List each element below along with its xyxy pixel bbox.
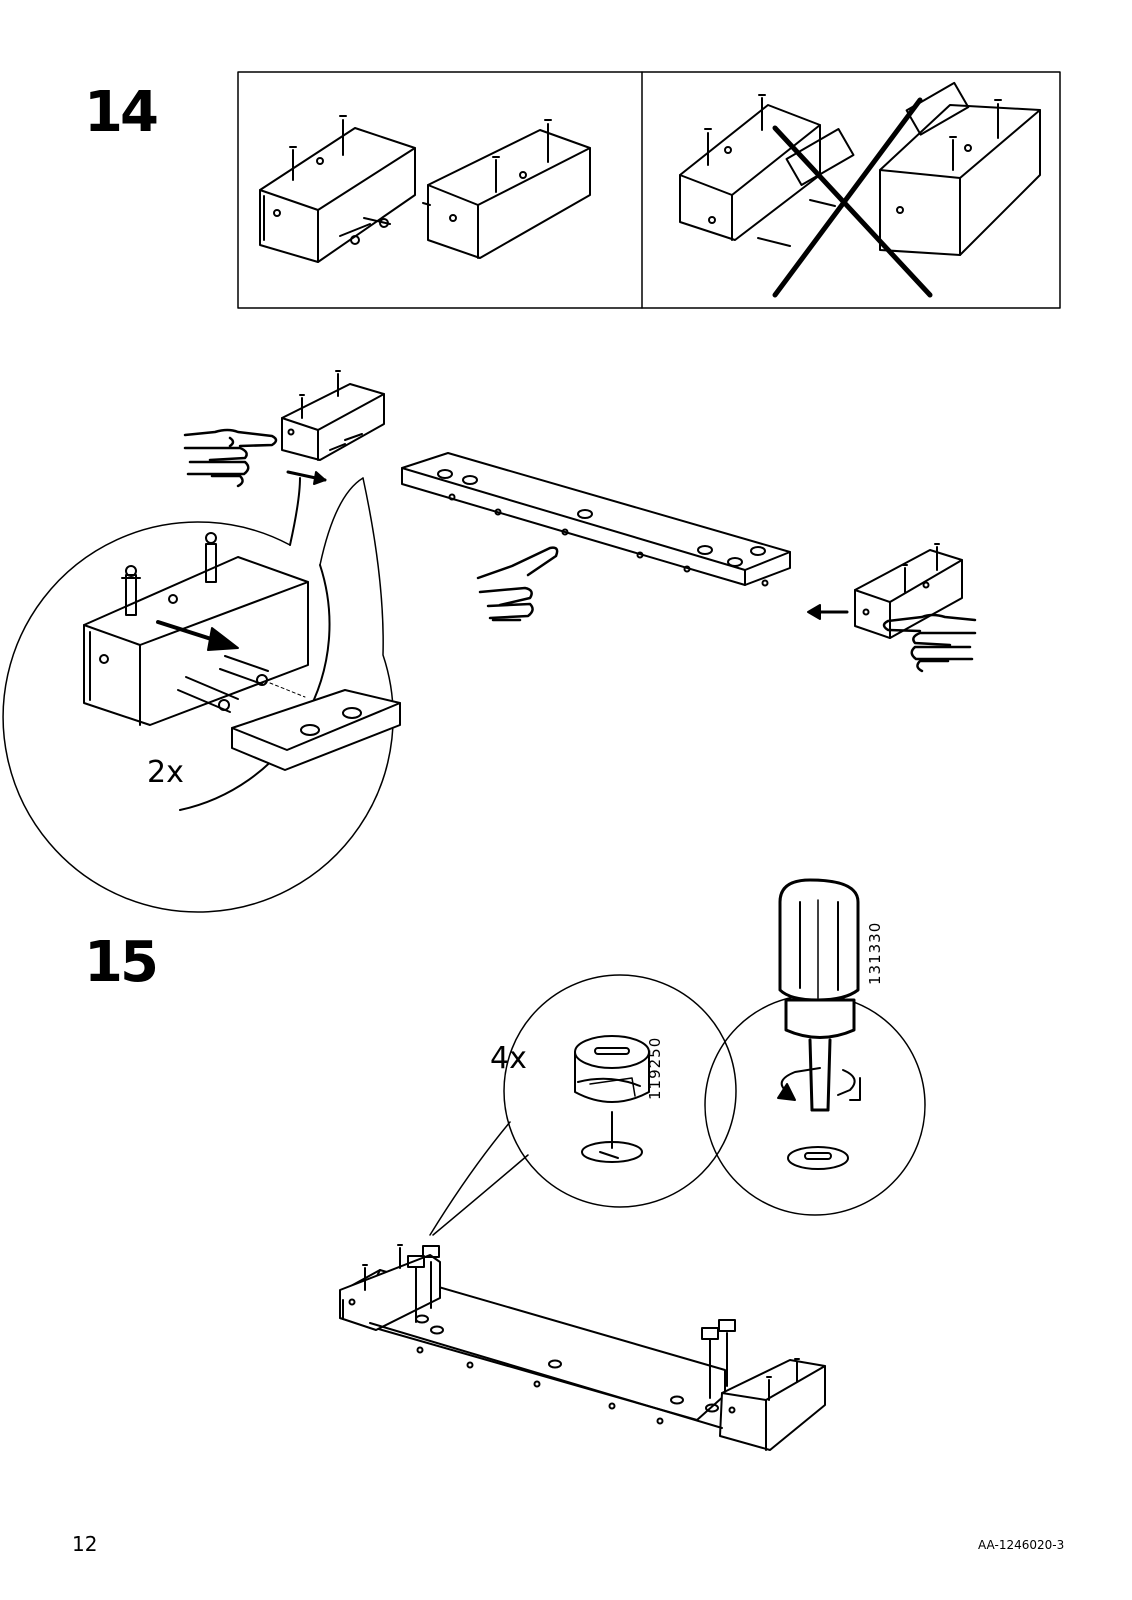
step-number-14: 14 <box>84 85 156 141</box>
step15-assembly <box>340 880 925 1450</box>
step14-assembly <box>3 371 975 912</box>
part-number-screwdriver: 131330 <box>866 922 884 985</box>
document-id: AA-1246020-3 <box>978 1538 1064 1552</box>
wrong-blocks <box>680 83 1040 295</box>
page-number: 12 <box>72 1532 97 1556</box>
screwdriver-icon <box>780 880 858 1110</box>
rotate-arrow-icon <box>778 1068 860 1100</box>
quantity-label-step15: 4x <box>490 1044 527 1074</box>
correct-blocks <box>260 116 590 262</box>
hand-pointing-icon <box>478 548 557 620</box>
comparison-panel <box>238 72 1060 308</box>
quantity-label-step14: 2x <box>147 758 184 788</box>
part-number-cam-lock: 119250 <box>646 1037 664 1100</box>
hand-pointing-icon <box>185 430 276 486</box>
step-number-15: 15 <box>84 935 156 991</box>
cam-lock <box>575 1036 649 1162</box>
